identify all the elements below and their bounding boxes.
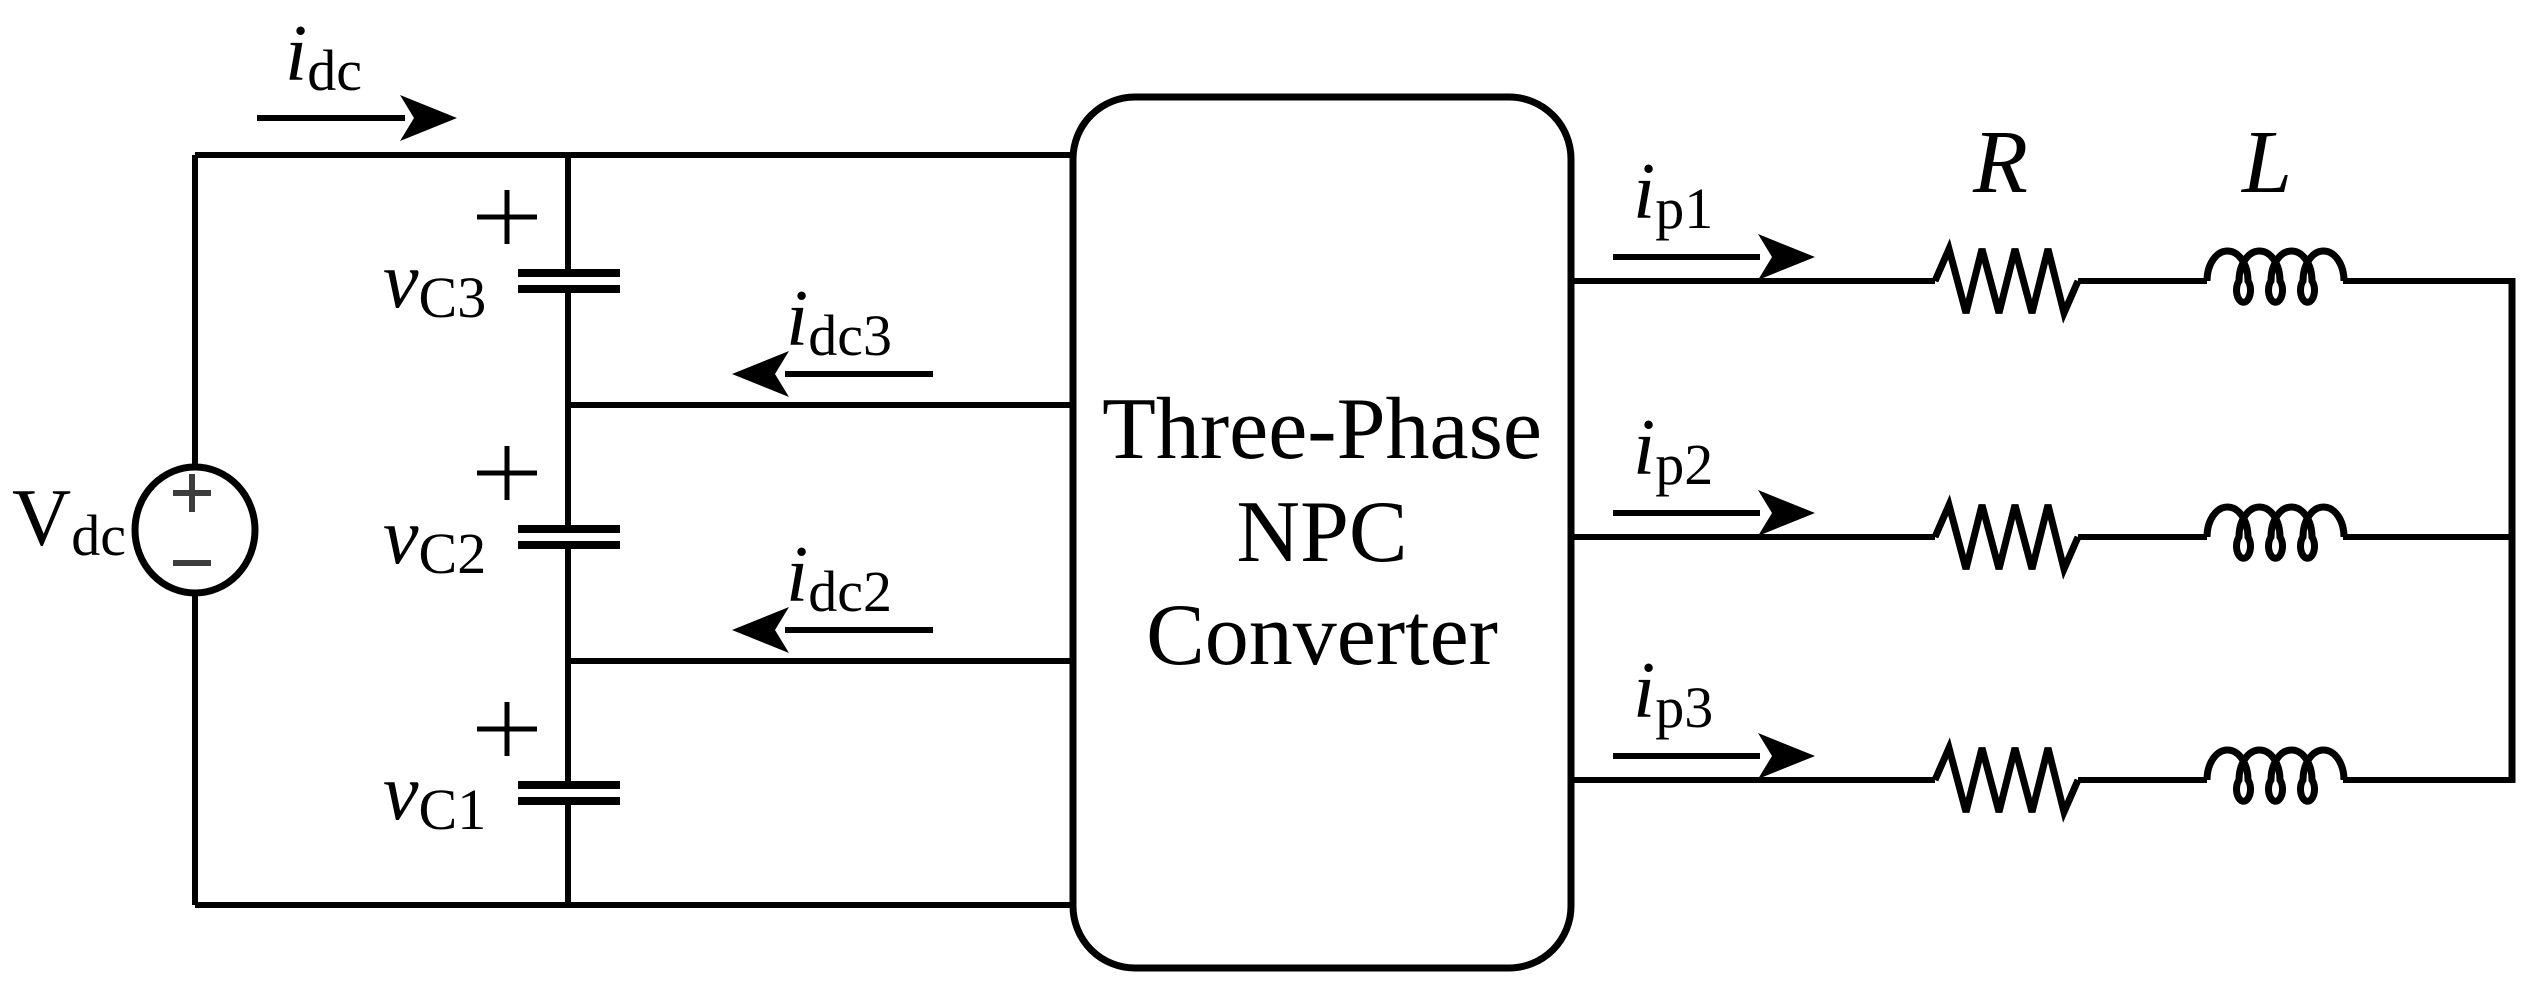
capacitor-C3-symbol (518, 269, 620, 293)
vdc-source-label: Vdc (12, 477, 126, 565)
ip3-label-base: i (1633, 647, 1656, 735)
resistor-phase1-symbol (1931, 238, 2082, 324)
dc-voltage-source-symbol (131, 463, 259, 597)
ip2-current-label: ip2 (1633, 408, 1713, 494)
inductor-phase3-symbol (2203, 746, 2348, 805)
vc1-label-base: v (383, 749, 419, 837)
idc2-current-label: idc2 (786, 535, 892, 621)
idc-arrowhead-icon (400, 95, 457, 141)
idc3-label-sub: dc3 (808, 302, 892, 368)
vc3-capacitor-label: vC3 (383, 241, 486, 327)
idc3-arrowhead-icon (732, 351, 789, 397)
ip2-label-sub: p2 (1655, 431, 1714, 497)
vc1-label-sub: C1 (418, 776, 487, 842)
ip3-arrowhead-icon (1758, 733, 1815, 779)
vc2-label-sub: C2 (418, 520, 487, 586)
vdc-label-sub: dc (71, 502, 126, 568)
inductor-phase1-symbol (2203, 247, 2348, 306)
idc3-current-label: idc3 (786, 279, 892, 365)
vc3-label-sub: C3 (418, 264, 487, 330)
idc2-arrowhead-icon (732, 607, 789, 653)
resistor-phase2-symbol (1931, 494, 2082, 580)
vdc-label-base: V (12, 472, 72, 563)
ip3-current-label: ip3 (1633, 651, 1713, 737)
ip1-arrowhead-icon (1758, 234, 1815, 280)
inductor-phase2-symbol (2203, 503, 2348, 562)
idc2-label-sub: dc2 (808, 558, 892, 624)
idc-label-sub: dc (307, 37, 362, 103)
capacitor-C1-symbol (518, 781, 620, 805)
ip3-label-sub: p3 (1655, 674, 1714, 740)
capacitor-C1-plus-icon (477, 702, 537, 756)
vc1-capacitor-label: vC1 (383, 753, 486, 839)
converter-title-line1: Three-Phase (1102, 381, 1542, 478)
resistor-phase3-symbol (1931, 737, 2082, 823)
resistor-label-text: R (1973, 113, 2028, 212)
source-plus-icon (173, 474, 211, 512)
inductor-label: L (2242, 118, 2292, 208)
converter-title: Three-Phase NPC Converter (1073, 97, 1571, 968)
vc2-label-base: v (383, 493, 419, 581)
vc2-capacitor-label: vC2 (383, 497, 486, 583)
ip2-arrowhead-icon (1758, 490, 1815, 536)
idc3-label-base: i (786, 275, 809, 363)
converter-title-line2: NPC (1236, 484, 1408, 581)
ip2-label-base: i (1633, 404, 1656, 492)
ip1-label-base: i (1633, 148, 1656, 236)
idc2-label-base: i (786, 531, 809, 619)
inductor-label-text: L (2242, 113, 2293, 212)
resistor-label: R (1973, 118, 2028, 208)
idc-current-label: idc (285, 14, 362, 100)
npc-converter-block (1069, 93, 1575, 972)
converter-title-line3: Converter (1146, 587, 1498, 684)
ip1-label-sub: p1 (1655, 175, 1714, 241)
capacitor-C2-symbol (518, 525, 620, 549)
idc-label-base: i (285, 10, 308, 98)
capacitor-C2-plus-icon (477, 446, 537, 500)
ip1-current-label: ip1 (1633, 152, 1713, 238)
capacitor-C3-plus-icon (477, 190, 537, 244)
vc3-label-base: v (383, 237, 419, 325)
